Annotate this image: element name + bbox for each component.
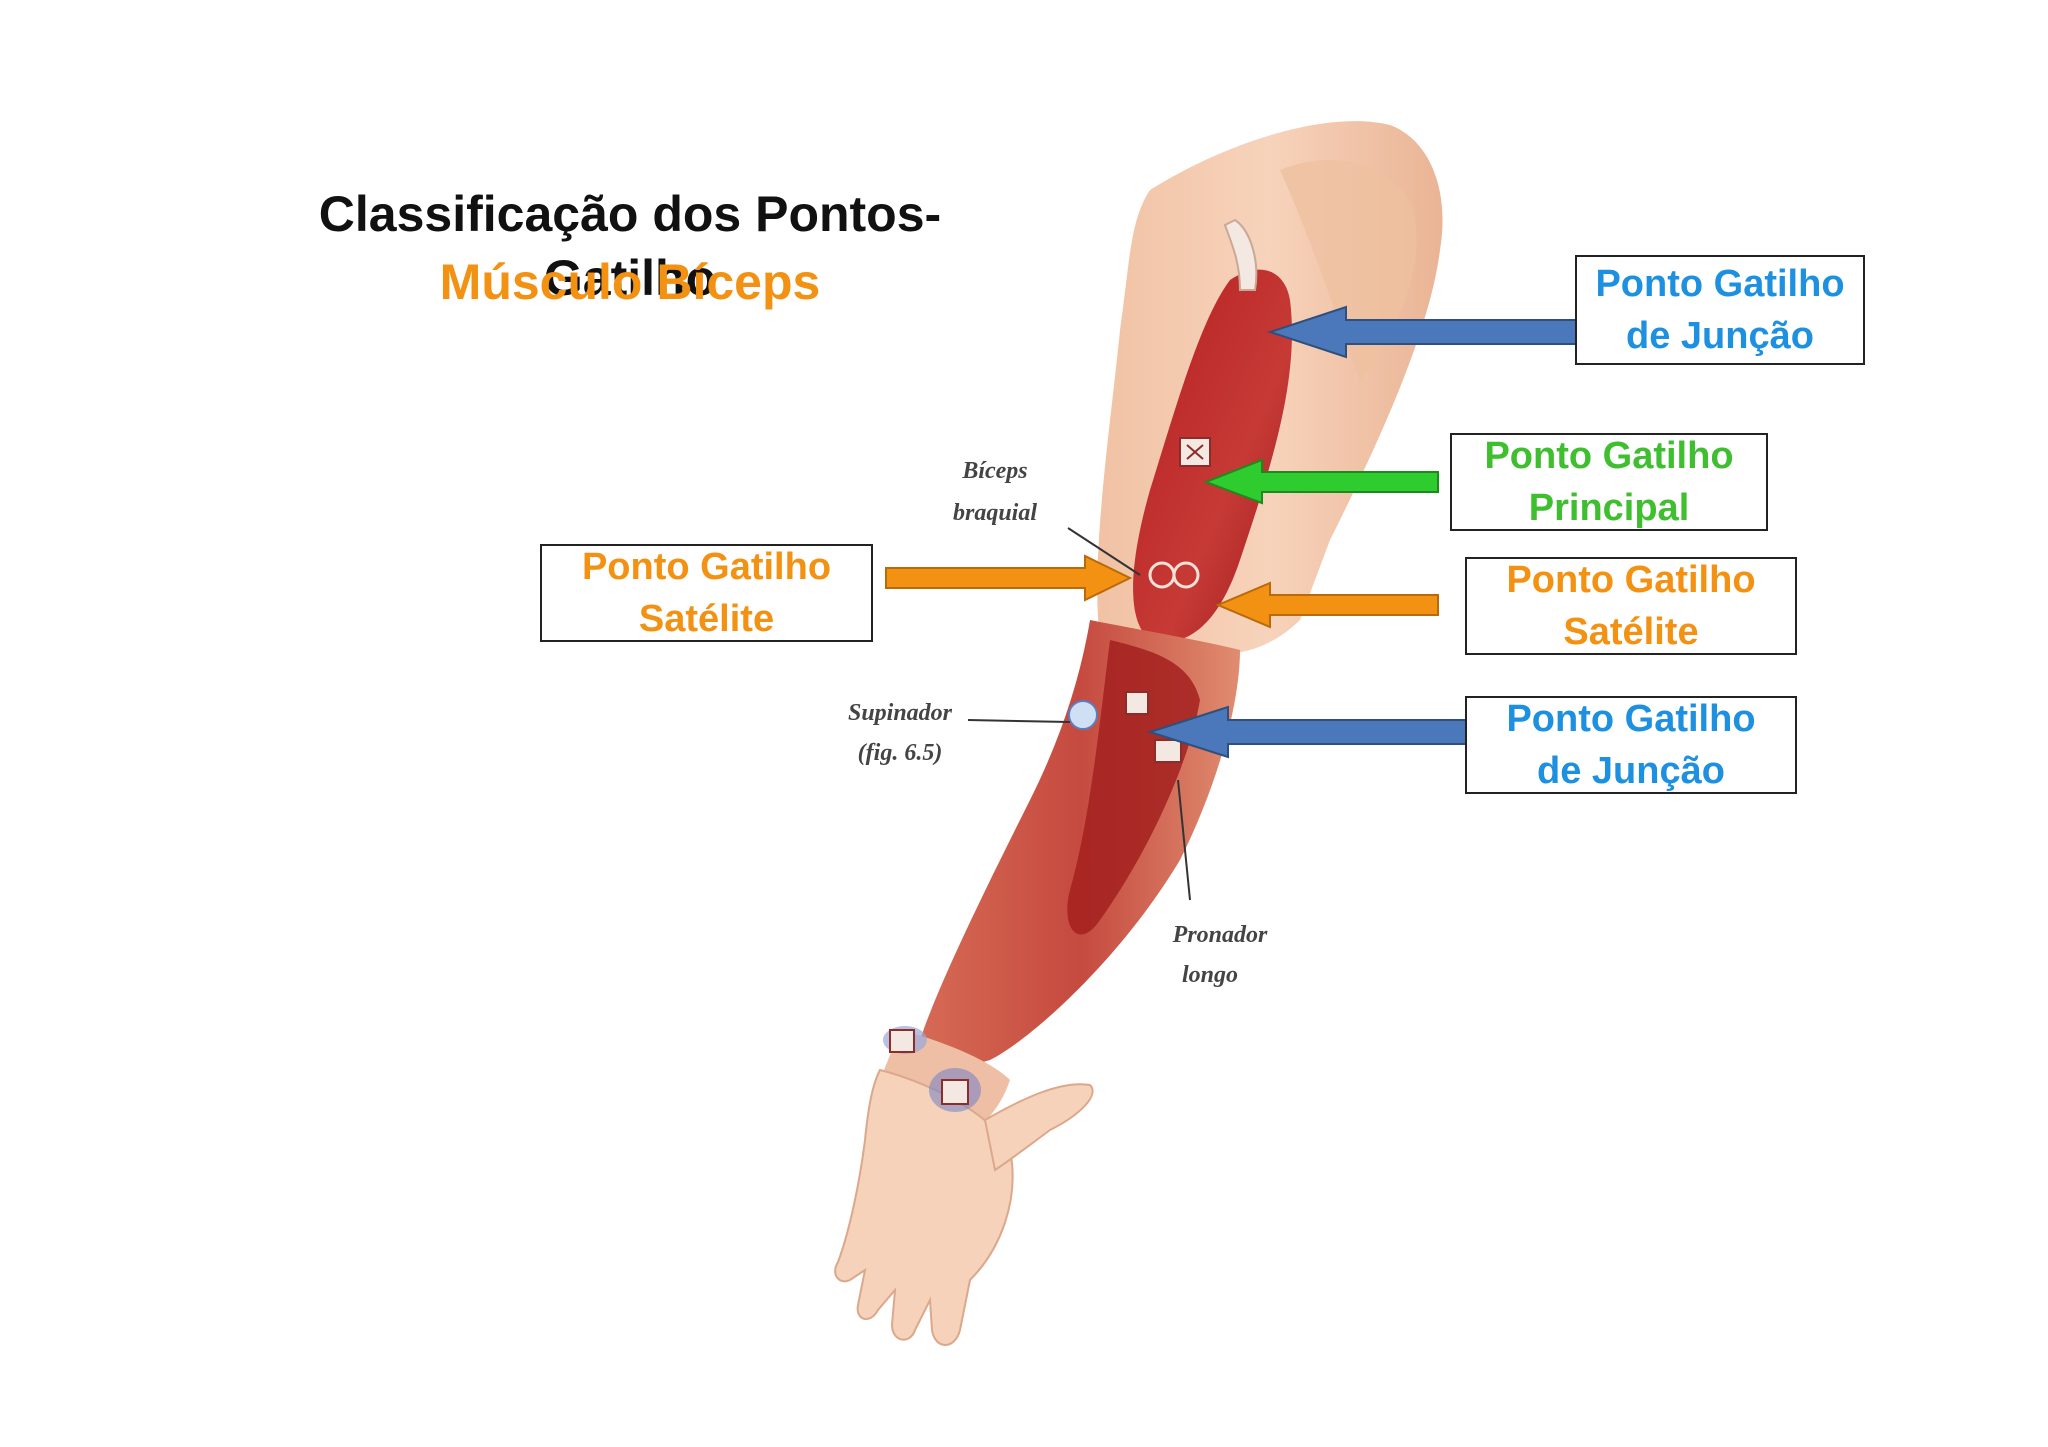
trigger-point-marker: [889, 1029, 915, 1053]
callout-line: Ponto Gatilho: [1506, 698, 1756, 740]
trigger-point-marker: [1148, 561, 1200, 589]
arrow-top-right-blue: [1266, 305, 1577, 359]
trigger-point-marker: [1179, 437, 1211, 467]
leader-line: [1177, 779, 1191, 901]
trigger-point-marker: [1068, 700, 1098, 730]
callout-satellite-left: Ponto Gatilho Satélite: [540, 544, 873, 642]
arrow-principal-green: [1203, 458, 1439, 505]
callout-junction-top: Ponto Gatilho de Junção: [1575, 255, 1865, 365]
arrow-satellite-right-orange: [1215, 581, 1439, 629]
leader-line: [967, 719, 1071, 723]
trigger-point-marker: [1125, 691, 1149, 715]
biceps-muscle: [1133, 269, 1292, 642]
figure-label-pronator-line2: longo: [1182, 962, 1238, 988]
callout-line: de Junção: [1537, 750, 1725, 792]
callout-satellite-right: Ponto Gatilho Satélite: [1465, 557, 1797, 655]
callout-line: Principal: [1528, 487, 1690, 529]
callout-line: Ponto Gatilho: [1595, 263, 1845, 305]
biceps-tendon: [1223, 218, 1258, 291]
page-subtitle: Músculo Bíceps: [439, 254, 821, 310]
callout-line: Satélite: [1563, 611, 1699, 653]
figure-label-supinator-line2: (fig. 6.5): [858, 740, 943, 766]
callout-line: Ponto Gatilho: [1506, 559, 1756, 601]
callout-junction-bottom: Ponto Gatilho de Junção: [1465, 696, 1797, 794]
callout-line: de Junção: [1626, 315, 1814, 357]
forearm-muscle: [1067, 640, 1200, 935]
arrow-bottom-right-blue: [1146, 705, 1469, 759]
callout-principal: Ponto Gatilho Principal: [1450, 433, 1768, 531]
arrow-satellite-left-orange: [885, 554, 1133, 602]
figure-label-biceps-line2: braquial: [953, 500, 1037, 526]
thumb-shape: [983, 1083, 1094, 1172]
leader-line: [1067, 527, 1141, 576]
callout-line: Ponto Gatilho: [581, 546, 832, 588]
figure-label-biceps-line1: Bíceps: [961, 458, 1027, 484]
hand-shape: [834, 1068, 1014, 1346]
trigger-point-marker: [941, 1079, 969, 1105]
figure-label-pronator-line1: Pronador: [1172, 922, 1268, 948]
callout-line: Ponto Gatilho: [1484, 435, 1734, 477]
page-title: Classificação dos Pontos-Gatilho: [318, 186, 942, 306]
trigger-point-marker: [1154, 739, 1182, 763]
figure-label-supinator-line1: Supinador: [848, 700, 953, 726]
callout-line: Satélite: [638, 598, 775, 640]
